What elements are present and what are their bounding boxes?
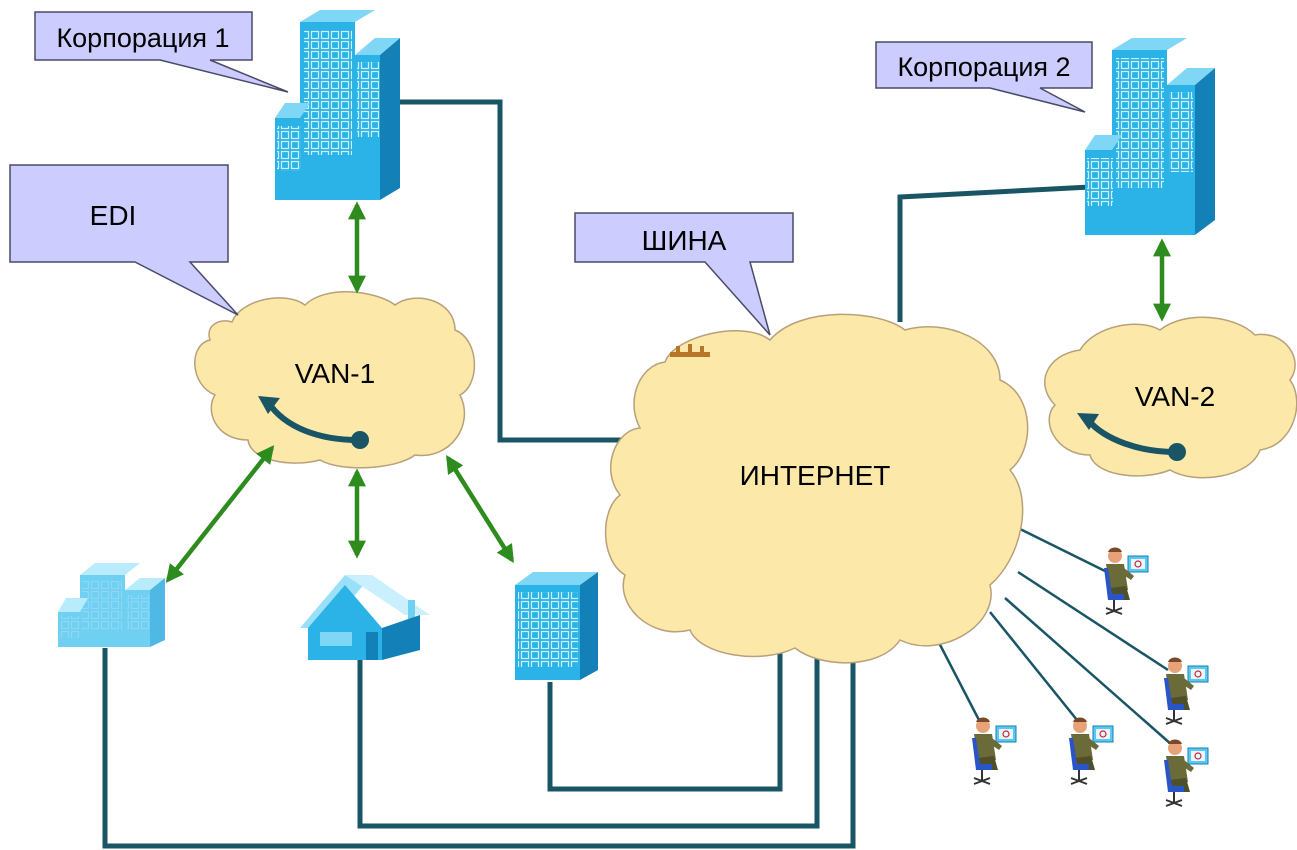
wire-user-2: [1017, 570, 1169, 672]
van1-loop-arrow: [258, 396, 369, 449]
callout-corp2: Корпорация 2: [875, 41, 1093, 113]
wire-user-3: [1004, 597, 1173, 746]
wire-tower-small: [547, 640, 783, 792]
cloud-internet: [604, 313, 1029, 664]
arrow-van1-tower: [446, 454, 514, 564]
wire-corp2-internet: [897, 184, 1091, 322]
building-icon: [515, 572, 598, 680]
wire-house: [357, 650, 820, 829]
wire-user-1: [1017, 526, 1108, 574]
cloud-van1: [194, 291, 476, 469]
office-tower-icon: [1085, 38, 1215, 235]
van1-label: VAN-1: [295, 358, 375, 389]
van2-loop-arrow: [1077, 413, 1186, 461]
house-icon: [300, 575, 430, 660]
callout-corp1: Корпорация 1: [34, 11, 289, 93]
callout-bus: ШИНА: [574, 212, 794, 336]
wire-corp1-internet: [395, 99, 640, 443]
user-at-computer-icon: [1104, 547, 1149, 615]
building-icon: [58, 563, 165, 647]
callout-corp2-text: Корпорация 2: [897, 52, 1070, 82]
user-at-computer-icon: [972, 717, 1017, 785]
callout-bus-text: ШИНА: [642, 225, 727, 256]
arrow-van1-building: [165, 445, 275, 583]
wires: [102, 99, 1173, 849]
callout-edi: EDI: [9, 164, 239, 316]
callout-edi-text: EDI: [90, 200, 137, 231]
wire-small-building: [102, 648, 856, 849]
van2-label: VAN-2: [1135, 381, 1215, 412]
callout-corp1-text: Корпорация 1: [56, 23, 229, 53]
internet-label: ИНТЕРНЕТ: [740, 460, 891, 491]
user-at-computer-icon: [1164, 739, 1209, 807]
user-at-computer-icon: [1069, 717, 1114, 785]
user-at-computer-icon: [1164, 657, 1209, 725]
green-arrows: [165, 201, 1171, 583]
router-icon: [670, 344, 710, 357]
office-tower-icon: [275, 10, 400, 200]
wire-user-5: [933, 634, 982, 723]
wire-user-4: [989, 611, 1078, 721]
